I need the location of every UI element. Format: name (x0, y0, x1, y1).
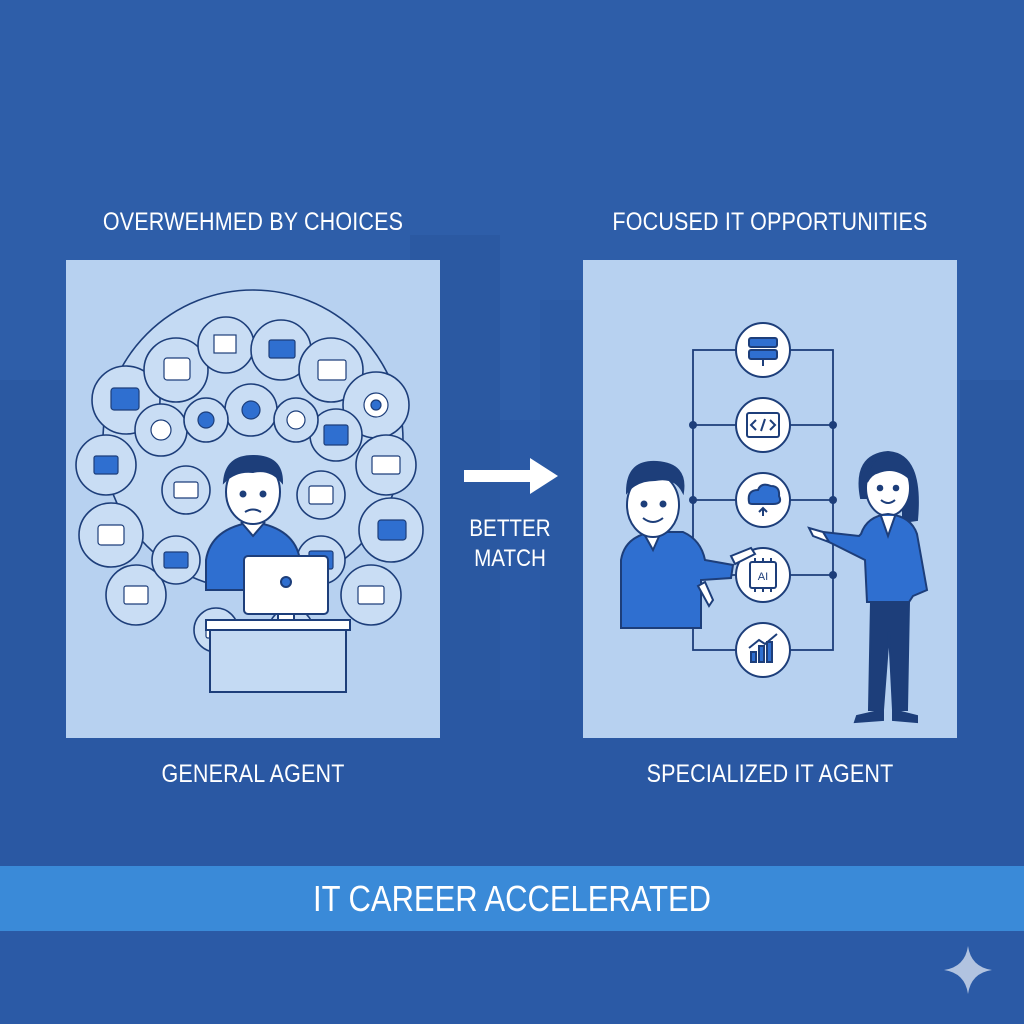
better-match-label: BETTER MATCH (467, 514, 553, 574)
left-heading: OVERWEHMED BY CHOICES (102, 208, 404, 236)
left-caption: GENERAL AGENT (161, 760, 345, 788)
right-panel-illustration: AI (583, 260, 957, 738)
ai-chip-icon (735, 547, 791, 603)
better-match-line1: BETTER (469, 515, 551, 542)
banner-text: IT CAREER ACCELERATED (313, 878, 711, 919)
growth-chart-icon (735, 622, 791, 678)
right-caption: SPECIALIZED IT AGENT (646, 760, 894, 788)
code-icon (735, 397, 791, 453)
cloud-upload-icon (735, 472, 791, 528)
right-arrow-icon (464, 458, 558, 494)
server-icon (735, 322, 791, 378)
left-panel-illustration (66, 260, 440, 738)
better-match-line2: MATCH (474, 545, 546, 572)
right-heading: FOCUSED IT OPPORTUNITIES (612, 208, 928, 236)
sparkle-icon (944, 946, 992, 994)
ai-chip-label: AI (758, 571, 768, 583)
bottom-banner (0, 866, 1024, 931)
